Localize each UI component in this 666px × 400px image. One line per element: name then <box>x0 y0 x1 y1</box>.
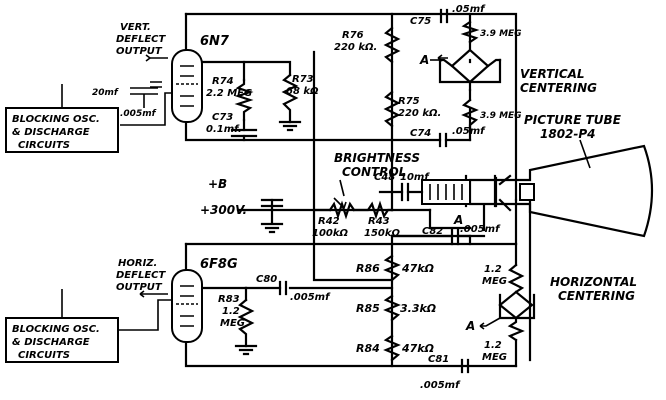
r76-label: R76 <box>342 30 364 41</box>
r75-value: 220 kΩ. <box>398 108 441 119</box>
vertical-centering-line2: CENTERING <box>520 81 597 95</box>
r39-bot-label: 3.9 MEG <box>480 111 522 121</box>
r12-bot-value-1: 1.2 <box>484 340 502 351</box>
c81-value: .005mf <box>420 380 461 391</box>
r42-label: R42 <box>318 216 340 227</box>
c75-label: C75 <box>410 16 431 27</box>
blocking-top-line1: BLOCKING OSC. <box>12 114 100 125</box>
picture-tube-caption-2: 1802-P4 <box>540 127 596 141</box>
horizontal-centering-line2: CENTERING <box>558 289 635 303</box>
c73-label: C73 <box>212 112 233 123</box>
r86-label: R86 <box>356 262 380 275</box>
r75-label: R75 <box>398 96 420 107</box>
horizontal-centering-pot: A 1.2 MEG 1.2 MEG <box>465 263 534 363</box>
resistor-r74: R74 2.2 MEG <box>206 76 254 122</box>
c75-value: .05mf <box>452 4 486 15</box>
node-a-mid: A <box>453 213 463 227</box>
cap-005mf-top-label: .005mf <box>120 109 157 119</box>
r85-label: R85 <box>356 302 380 315</box>
c80-value: .005mf <box>290 292 331 303</box>
resistor-r83: R83 1.2 MEG <box>218 294 258 356</box>
horiz-caption-1: HORIZ. <box>118 258 157 269</box>
capacitor-c80: C80 .005mf <box>256 274 331 303</box>
resistor-r73: R73 68 kΩ <box>278 73 319 132</box>
picture-tube <box>421 144 654 238</box>
r43-label: R43 <box>368 216 390 227</box>
r74-label: R74 <box>212 76 234 87</box>
c73-value: 0.1mf. <box>206 124 242 135</box>
resistor-r84: R84 47kΩ <box>356 334 434 362</box>
resistor-r76: R76 220 kΩ. <box>334 26 401 64</box>
r12-bot-value-2: MEG <box>482 352 507 363</box>
r12-top-value-2: MEG <box>482 276 507 287</box>
r85-value: 3.3kΩ <box>400 302 436 315</box>
c74-label: C74 <box>410 128 431 139</box>
r43-value: 150kΩ <box>364 228 401 239</box>
vertical-centering-pot: A <box>419 40 502 100</box>
resistor-39meg-bottom: 3.9 MEG <box>461 98 522 134</box>
vert-caption-3: OUTPUT <box>116 46 163 57</box>
capacitor-c82: C82 .005mf <box>390 224 501 246</box>
r12-top-value-1: 1.2 <box>484 264 502 275</box>
vert-deflect-tube: 6N7 VERT. DEFLECT OUTPUT <box>116 22 230 123</box>
brightness-control: BRIGHTNESS CONTROL R42 100kΩ R43 150kΩ C… <box>312 151 472 239</box>
r74-value: 2.2 MEG <box>206 88 252 99</box>
blocking-bottom-line2: & DISCHARGE <box>12 337 90 348</box>
vert-tube-type: 6N7 <box>200 34 230 49</box>
c81-label: C81 <box>428 354 449 365</box>
r83-label: R83 <box>218 294 240 305</box>
horiz-deflect-tube: 6F8G HORIZ. DEFLECT OUTPUT <box>116 257 238 343</box>
cap-20mf-label: 20mf <box>92 88 119 98</box>
r39-top-label: 3.9 MEG <box>480 29 522 39</box>
capacitor-c74: C74 .05mf <box>390 126 486 148</box>
resistor-r75: R75 220 kΩ. <box>383 90 441 128</box>
r73-value: 68 kΩ <box>286 86 319 97</box>
c82-label: C82 <box>422 226 443 237</box>
resistor-39meg-top: 3.9 MEG <box>460 20 522 44</box>
blocking-top-line2: & DISCHARGE <box>12 127 90 138</box>
blocking-bottom-line1: BLOCKING OSC. <box>12 324 100 335</box>
capacitor-c75: C75 .05mf <box>410 4 486 27</box>
r73-label: R73 <box>292 74 314 85</box>
plus-b-label: +B <box>208 177 227 191</box>
picture-tube-caption-1: PICTURE TUBE <box>524 113 622 127</box>
r83-value-2: MEG <box>220 318 245 329</box>
node-a-top: A <box>419 53 429 67</box>
vert-caption-2: DEFLECT <box>116 34 167 45</box>
r84-label: R84 <box>356 342 380 355</box>
horizontal-centering-line1: HORIZONTAL <box>550 275 637 289</box>
horiz-tube-type: 6F8G <box>200 257 238 272</box>
r86-value: 47kΩ <box>401 262 434 275</box>
vertical-centering-line1: VERTICAL <box>520 67 585 81</box>
blocking-osc-box-top: BLOCKING OSC. & DISCHARGE CIRCUITS <box>5 107 119 153</box>
top-input-caps: 20mf .005mf <box>92 81 162 119</box>
capacitor-c81: C81 .005mf <box>420 354 470 391</box>
c48-value: 10mf <box>400 172 430 183</box>
c48-label: C48 <box>374 172 395 183</box>
capacitor-c73: C73 0.1mf. <box>206 112 258 142</box>
node-a-bottom: A <box>465 319 475 333</box>
blocking-osc-box-bottom: BLOCKING OSC. & DISCHARGE CIRCUITS <box>5 317 119 363</box>
resistor-r86: R86 47kΩ <box>356 254 434 282</box>
blocking-bottom-line3: CIRCUITS <box>18 350 70 361</box>
r76-value: 220 kΩ. <box>334 42 377 53</box>
c82-value: .005mf <box>460 224 501 235</box>
r84-value: 47kΩ <box>401 342 434 355</box>
brightness-label-2: CONTROL <box>342 165 406 179</box>
blocking-top-line3: CIRCUITS <box>18 140 70 151</box>
supply-rail: +B +300V. <box>200 177 284 234</box>
brightness-label-1: BRIGHTNESS <box>334 151 420 165</box>
r42-value: 100kΩ <box>312 228 349 239</box>
vert-caption-1: VERT. <box>120 22 151 33</box>
c80-label: C80 <box>256 274 277 285</box>
horiz-caption-3: OUTPUT <box>116 282 163 293</box>
resistor-r85: R85 3.3kΩ <box>356 294 436 322</box>
supply-voltage-label: +300V. <box>200 203 247 217</box>
r83-value-1: 1.2 <box>222 306 240 317</box>
horiz-caption-2: DEFLECT <box>116 270 167 281</box>
